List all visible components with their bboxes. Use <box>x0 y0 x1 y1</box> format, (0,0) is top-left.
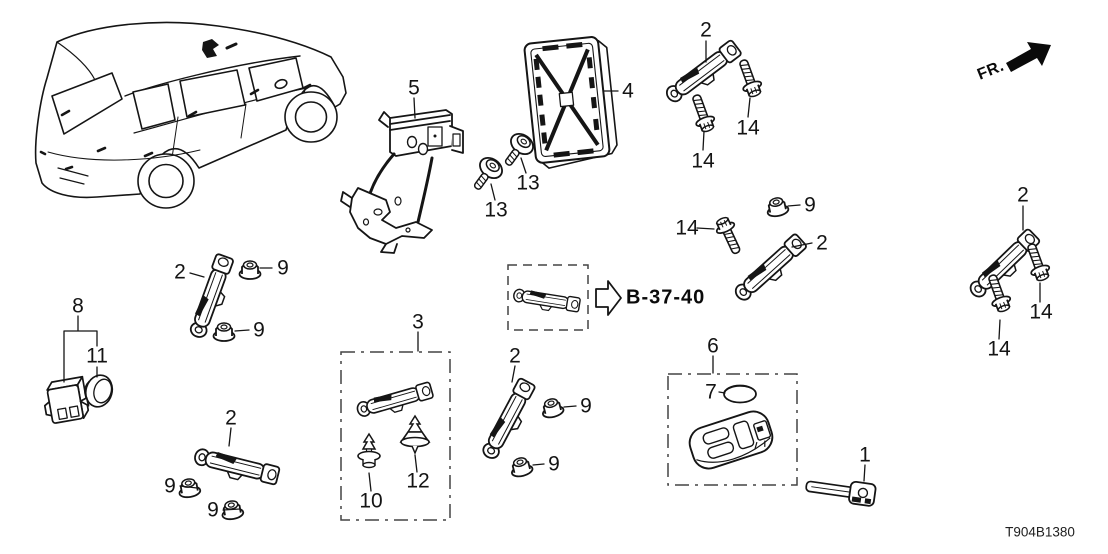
callout-clip-large: 12 <box>406 469 430 493</box>
callout-bolt-top-right: 14 <box>736 116 760 140</box>
callout-nut-mid-right: 9 <box>804 193 816 217</box>
leader-lines <box>63 40 1041 511</box>
callout-antenna-mid-right: 2 <box>816 231 828 255</box>
keyfob-part-drawing <box>688 410 774 470</box>
callout-keyfob-kit: 6 <box>707 334 719 358</box>
kit-3-dashed-box <box>340 351 451 521</box>
battery-part-drawing <box>723 384 757 404</box>
callout-antenna-middle: 2 <box>509 344 521 368</box>
key-blade-part-drawing <box>805 480 877 507</box>
callout-cap: 11 <box>86 344 108 368</box>
sensor-location-ticks <box>39 83 312 171</box>
callout-nut-left-upper: 9 <box>277 256 289 280</box>
callout-antenna-top: 2 <box>700 18 712 42</box>
callout-screw-left: 13 <box>484 198 508 222</box>
callout-nut-left-lower: 9 <box>253 318 265 342</box>
unit-box-part-drawing <box>43 375 90 424</box>
diagram-code: T904B1380 <box>1005 524 1075 540</box>
callout-battery: 7 <box>705 380 717 404</box>
kit-6-dashed-box <box>667 373 798 486</box>
callout-screw-right: 13 <box>516 171 540 195</box>
reference-dashed-box <box>507 264 589 331</box>
callout-bolt-far-right-upper: 14 <box>1029 300 1053 324</box>
callout-nut-bottom-left-lower: 9 <box>207 498 219 522</box>
callout-antenna-left: 2 <box>174 260 186 284</box>
cap-part-drawing <box>79 374 114 408</box>
callout-key-blade: 1 <box>859 443 871 467</box>
bracket-part-drawing <box>340 109 464 254</box>
smart-unit-module-drawing <box>523 36 618 169</box>
callout-bolt-top-left: 14 <box>691 149 715 173</box>
callout-antenna-kit: 3 <box>412 310 424 334</box>
front-direction-arrow <box>1006 42 1051 72</box>
reference-link[interactable]: B-37-40 <box>626 286 706 309</box>
reference-block-arrow <box>595 280 622 316</box>
callout-nut-middle-upper: 9 <box>580 394 592 418</box>
callout-clip-small: 10 <box>359 489 383 513</box>
callout-nut-bottom-left-upper: 9 <box>164 474 176 498</box>
callout-bolt-far-right-lower: 14 <box>987 337 1011 361</box>
vehicle-outline-illustration <box>34 21 347 209</box>
callout-smart-unit-module: 4 <box>622 79 634 103</box>
callout-bolt-mid-right: 14 <box>675 216 699 240</box>
callout-nut-middle-lower: 9 <box>548 452 560 476</box>
roof-unit-location-marker <box>202 39 238 58</box>
callout-bracket: 5 <box>408 76 420 100</box>
clip-part-drawings <box>357 415 430 469</box>
callout-antenna-bottom-left: 2 <box>225 406 237 430</box>
callout-unit-box: 8 <box>72 294 84 318</box>
callout-antenna-far-right: 2 <box>1017 183 1029 207</box>
